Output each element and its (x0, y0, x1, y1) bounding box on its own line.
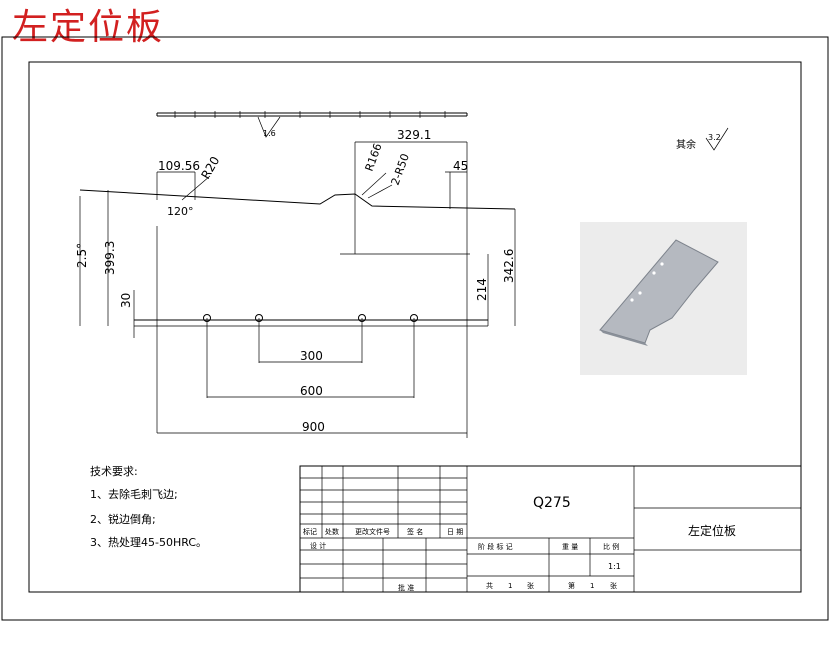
dim-30: 30 (119, 293, 133, 308)
tb-label-sign: 签 名 (407, 527, 423, 536)
tb-scale: 比 例 (603, 542, 619, 551)
dim-r166: R166 (363, 142, 385, 173)
tb-stage: 阶 段 标 记 (478, 542, 513, 551)
tb-sheet-no-n: 1 (590, 582, 594, 590)
tb-sheet-no: 第 (568, 581, 575, 590)
top-view-strip (156, 111, 468, 118)
svg-text:1.6: 1.6 (263, 129, 276, 138)
tb-sheets-total-n: 1 (508, 582, 512, 590)
tb-sheets-total: 共 (486, 581, 493, 590)
holes (203, 314, 418, 398)
tb-label-mark: 标记 (303, 527, 317, 536)
tb-label-date: 日 期 (447, 528, 463, 536)
dim-900: 900 (302, 420, 325, 434)
svg-text:1、去除毛刺飞边;: 1、去除毛刺飞边; (90, 487, 178, 501)
dimension-lines (79, 141, 516, 434)
tb-sheet-no-u: 张 (610, 581, 617, 590)
tb-approve: 批 准 (398, 583, 414, 592)
svg-text:2、锐边倒角;: 2、锐边倒角; (90, 512, 156, 526)
svg-text:3.2: 3.2 (708, 133, 721, 142)
dim-329: 329.1 (397, 128, 431, 142)
page-title: 左定位板 (12, 7, 165, 48)
tb-label-change: 更改文件号 (355, 527, 390, 536)
part-name: 左定位板 (688, 523, 736, 538)
dim-2-r50: 2-R50 (389, 152, 412, 187)
dim-300: 300 (300, 349, 323, 363)
outer-frame (1, 36, 829, 621)
dim-214: 214 (475, 278, 489, 301)
dim-120-deg: 120° (167, 205, 194, 218)
technical-notes: 技术要求: 1、去除毛刺飞边; 2、锐边倒角; 3、热处理45-50HRC。 (90, 465, 207, 549)
tb-designer: 设 计 (310, 541, 326, 550)
dim-109: 109.56 (158, 159, 200, 173)
svg-text:技术要求:: 技术要求: (90, 465, 138, 478)
roughness-symbol-top: 1.6 (257, 116, 281, 138)
tb-sheets-total-u: 张 (527, 581, 534, 590)
tb-weight: 重 量 (562, 543, 578, 551)
svg-text:3、热处理45-50HRC。: 3、热处理45-50HRC。 (90, 536, 207, 549)
dim-angle: 2.5° (75, 243, 89, 268)
dim-342: 342.6 (502, 249, 516, 283)
dim-45: 45 (453, 159, 468, 173)
tb-scale-value: 1:1 (608, 562, 621, 571)
title-block (299, 465, 802, 593)
tb-label-count: 处数 (325, 527, 339, 536)
dim-600: 600 (300, 384, 323, 398)
dim-399: 399.3 (103, 241, 117, 275)
dim-r20: R20 (198, 154, 222, 181)
material: Q275 (533, 495, 571, 511)
roughness-symbol-other: 其余 3.2 (676, 127, 729, 151)
part-outline (79, 189, 516, 438)
isometric-preview (580, 222, 747, 375)
svg-text:其余: 其余 (676, 138, 696, 151)
